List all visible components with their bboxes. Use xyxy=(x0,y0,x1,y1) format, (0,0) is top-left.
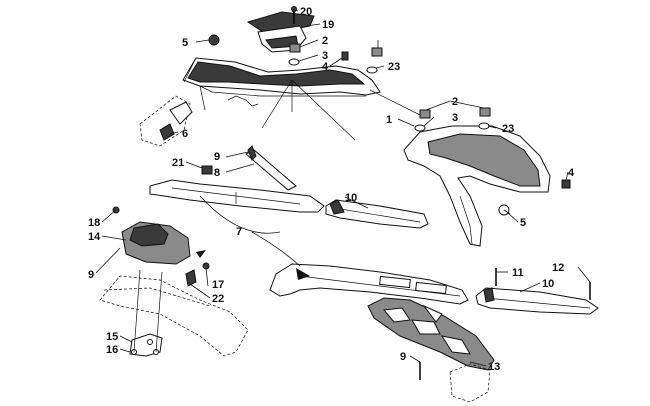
callout-16: 16 xyxy=(106,344,118,356)
callout-2: 2 xyxy=(452,96,458,108)
callout-5: 5 xyxy=(182,37,188,49)
callout-13: 13 xyxy=(488,361,500,373)
callout-2: 2 xyxy=(322,35,328,47)
left-frame-fragment xyxy=(139,95,193,147)
footrest-13-part xyxy=(367,297,495,371)
rail-10-part xyxy=(325,199,429,229)
chassis-fragment-right xyxy=(419,362,491,403)
callout-9: 9 xyxy=(400,351,406,363)
callout-labels: 20 19 5 2 3 4 23 1 2 3 23 6 9 8 21 4 10 … xyxy=(88,6,575,373)
plate-15-16-part xyxy=(129,269,163,357)
callout-8: 8 xyxy=(214,167,220,179)
callout-14: 14 xyxy=(88,231,101,243)
side-panel-part xyxy=(403,125,551,247)
callout-23: 23 xyxy=(502,123,514,135)
callout-7: 7 xyxy=(236,226,242,238)
rail-10b-part xyxy=(475,268,599,315)
callout-11: 11 xyxy=(512,267,524,279)
callout-9: 9 xyxy=(88,269,94,281)
bracket-14-part xyxy=(112,206,210,287)
callout-4: 4 xyxy=(322,61,329,73)
alignment-lines-top xyxy=(199,79,421,141)
callout-5: 5 xyxy=(520,217,526,229)
callout-19: 19 xyxy=(322,19,334,31)
callout-9: 9 xyxy=(214,151,220,163)
callout-21: 21 xyxy=(172,157,184,169)
callout-10: 10 xyxy=(542,278,554,290)
wire-clip-part xyxy=(227,95,259,107)
upper-rail-part xyxy=(149,179,325,213)
vent-cover-part xyxy=(246,11,315,53)
callout-12: 12 xyxy=(552,262,564,274)
callout-22: 22 xyxy=(212,293,224,305)
callout-6: 6 xyxy=(182,128,188,140)
small-parts-8-21 xyxy=(201,145,297,191)
callout-10: 10 xyxy=(345,192,357,204)
callout-23: 23 xyxy=(388,61,400,73)
callout-20: 20 xyxy=(300,6,312,18)
chassis-fragment-left xyxy=(99,275,249,357)
lower-rail-part xyxy=(269,263,469,305)
callout-17: 17 xyxy=(212,279,224,291)
top-panel-part xyxy=(182,57,381,97)
fasteners-top xyxy=(208,34,383,74)
callout-3: 3 xyxy=(452,112,458,124)
callout-1: 1 xyxy=(386,114,392,126)
leader-lines xyxy=(95,9,591,367)
callout-4: 4 xyxy=(568,167,575,179)
callout-15: 15 xyxy=(106,331,118,343)
callout-3: 3 xyxy=(322,50,328,62)
callout-18: 18 xyxy=(88,217,100,229)
